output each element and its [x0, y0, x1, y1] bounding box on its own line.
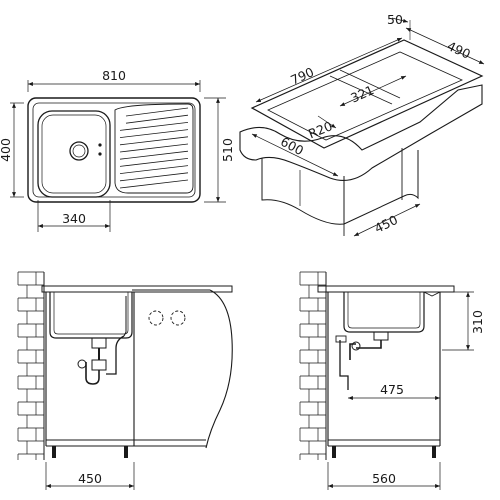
cabinet-leg: [432, 446, 436, 458]
countertop-slab: [41, 285, 233, 293]
overflow-icon: [98, 152, 102, 156]
dim-side-cabinet-width: 560: [372, 471, 396, 486]
bowl-section: [343, 292, 425, 333]
iso-view: 50 490 790 321 R20 600 450: [239, 12, 485, 237]
dim-bowl-width: 340: [62, 211, 86, 226]
drainer-ridge: [119, 143, 189, 153]
drain-icon: [69, 141, 89, 161]
drainer-ridge: [119, 179, 189, 189]
overflow-icon: [98, 143, 102, 147]
dim-overall-depth: 400: [0, 138, 13, 162]
top-view: 810 400 510 340: [0, 68, 235, 232]
drainer-ridge: [119, 136, 189, 146]
side-section: 310 475 560: [299, 271, 485, 490]
drain-pipe: [356, 340, 382, 349]
dim-overall-width: 810: [102, 68, 126, 83]
cabinet-leg: [52, 446, 56, 458]
dim-flange: 50: [387, 12, 403, 27]
p-trap: [85, 362, 100, 385]
cabinet-side: [343, 150, 419, 225]
front-section: 450: [17, 271, 233, 490]
sink-rim: [32, 102, 196, 198]
dim-front-cabinet-width: 450: [78, 471, 102, 486]
dim-cabinet-width-iso: 600: [278, 134, 306, 158]
drainer-ridge: [125, 107, 189, 117]
brick-wall-left: [17, 271, 45, 460]
dim-drain-offset: 475: [380, 382, 404, 397]
cabinet-front: [261, 158, 345, 225]
bowl-inner: [41, 114, 107, 194]
cabinet-cut: [205, 289, 233, 449]
drainer-ridges: [119, 107, 189, 189]
drainer-ridge: [119, 129, 189, 138]
drain-icon: [77, 359, 87, 369]
dim-sink-height: 310: [470, 310, 485, 334]
drainer-ridge: [125, 114, 189, 124]
tap-hole-icon: [170, 310, 186, 326]
cabinet-leg: [124, 446, 128, 458]
bowl: [37, 110, 111, 198]
countertop-slab: [317, 285, 455, 293]
drainer-ridge: [119, 122, 189, 131]
overflow-pipe: [106, 335, 125, 375]
drainer-ridge: [119, 158, 189, 167]
tap-hole-icon: [148, 310, 164, 326]
bowl-section: [49, 292, 133, 339]
brick-wall-right: [299, 271, 327, 460]
dim-length: 790: [288, 64, 316, 87]
sink-outline: [27, 97, 201, 203]
drainer-area: [114, 103, 194, 194]
drain-icon: [351, 341, 361, 351]
cabinet-leg: [332, 446, 336, 458]
side-trap: [339, 340, 349, 390]
dim-depth: 490: [445, 38, 473, 62]
dim-outer-depth: 510: [220, 138, 235, 162]
drainer-ridge: [119, 165, 189, 174]
drainer-ridge: [119, 150, 189, 160]
drainer-ridge: [119, 172, 189, 182]
drain-inner: [72, 144, 86, 158]
